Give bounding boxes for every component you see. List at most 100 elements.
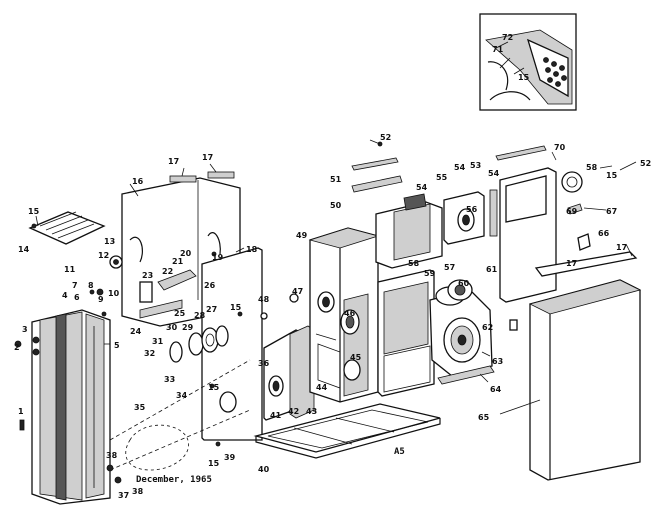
label-35: 35 [134,403,146,412]
label-66: 66 [598,229,610,238]
label-5: 5 [114,341,120,350]
label-41: 41 [270,411,282,420]
label-6: 6 [74,293,80,302]
label-71: 71 [492,45,504,54]
label-61: 61 [486,265,498,274]
label-2: 2 [14,343,20,352]
label-4: 4 [62,291,68,300]
label-20: 20 [180,249,192,258]
label-52b: 52 [640,159,651,168]
label-15e: 15 [606,171,618,180]
label-29: 29 [182,323,194,332]
label-45: 45 [350,353,362,362]
label-37: 37 [118,491,129,500]
access-panel-39 [201,247,263,441]
label-34: 34 [176,391,188,400]
label-70: 70 [554,143,566,152]
label-52a: 52 [380,133,391,142]
label-27: 27 [206,305,217,314]
label-26: 26 [204,281,216,290]
label-32: 32 [144,349,155,358]
label-38b: 38 [132,487,144,496]
label-9: 9 [98,295,104,304]
label-17a: 17 [168,157,179,166]
frame-42 [289,325,315,419]
label-23: 23 [142,271,153,280]
label-65: 65 [478,413,490,422]
label-1: 1 [18,407,24,416]
label-63: 63 [492,357,503,366]
label-53: 53 [470,161,481,170]
label-72: 72 [502,33,513,42]
label-48: 48 [258,295,270,304]
label-17b: 17 [202,153,213,162]
label-14: 14 [18,245,30,254]
label-50: 50 [330,201,342,210]
burner-outline-35 [109,359,251,471]
label-46: 46 [344,309,356,318]
label-31: 31 [152,337,164,346]
label-49: 49 [296,231,308,240]
label-40: 40 [258,465,270,474]
label-8: 8 [88,281,94,290]
label-69: 69 [566,207,578,216]
label-59: 59 [424,269,436,278]
label-17d: 17 [566,259,577,268]
label-58a: 58 [408,259,420,268]
label-13: 13 [104,237,115,246]
label-17c: 17 [616,243,627,252]
label-11: 11 [64,265,76,274]
label-60: 60 [458,279,470,288]
label-55: 55 [436,173,448,182]
date-note: December, 1965 [136,475,212,485]
code-note: A5 [394,447,405,457]
base-plate-40 [253,403,441,459]
label-56: 56 [466,205,478,214]
label-44: 44 [316,383,328,392]
label-28: 28 [194,311,206,320]
label-21: 21 [172,257,184,266]
label-36: 36 [258,359,270,368]
label-18: 18 [246,245,258,254]
label-54a: 54 [454,163,466,172]
part-labels: 1 2 3 4 5 6 7 8 9 10 11 12 13 14 15 16 1… [14,33,651,500]
burner-rings [169,325,229,389]
label-25: 25 [174,309,186,318]
label-54c: 54 [488,169,500,178]
label-19: 19 [212,253,224,262]
label-38a: 38 [106,451,118,460]
heat-exchanger-49 [308,227,380,403]
label-10: 10 [108,289,120,298]
label-39: 39 [224,453,236,462]
label-7: 7 [72,281,78,290]
label-15d: 15 [208,459,220,468]
label-62: 62 [482,323,493,332]
label-24: 24 [130,327,142,336]
flue-collector [375,189,498,269]
parts-67-70 [495,145,613,251]
label-64: 64 [490,385,502,394]
label-3: 3 [22,325,28,334]
fasteners [14,289,299,484]
label-42: 42 [288,407,299,416]
label-12: 12 [98,251,109,260]
label-16: 16 [132,177,144,186]
side-panel-65 [528,279,642,481]
label-33: 33 [164,375,175,384]
leader-lines [35,139,637,415]
label-67: 67 [606,207,617,216]
label-15c: 15 [230,303,242,312]
label-15f: 15 [518,73,530,82]
label-22: 22 [162,267,173,276]
label-15a: 15 [28,207,40,216]
label-58b: 58 [586,163,598,172]
inset-detail [479,13,577,111]
grille-14 [28,211,106,245]
label-54b: 54 [416,183,428,192]
blower-assembly [377,269,495,397]
controls-20-23 [96,255,197,303]
label-51: 51 [330,175,342,184]
label-30: 30 [166,323,178,332]
strips-50-52 [351,141,403,193]
